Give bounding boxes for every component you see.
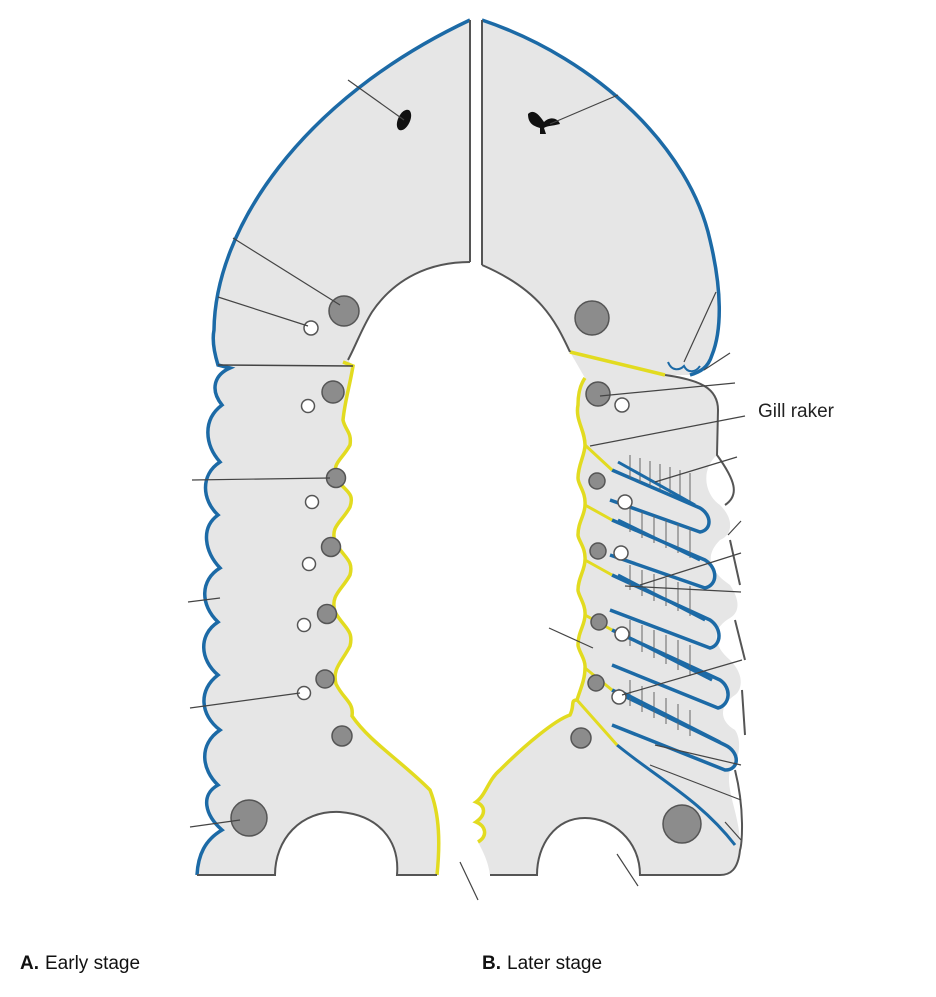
later-stage-vessel-small-5 — [614, 626, 630, 642]
later-stage-notch — [667, 361, 701, 373]
later-stage-leader-lines — [459, 94, 746, 901]
later-stage-vessel-small-6 — [611, 689, 627, 705]
later-stage-vessel-2 — [585, 381, 611, 407]
later-stage-ectoderm-gills — [609, 468, 738, 772]
early-stage-leader-lines — [187, 79, 405, 828]
later-stage-ectoderm-lower — [616, 743, 737, 846]
later-stage-vessel-6 — [587, 674, 605, 692]
early-stage-vessel-small-3 — [304, 494, 320, 510]
caption-early-stage: A. Early stage — [20, 953, 140, 975]
later-stage-ectoderm — [481, 18, 722, 377]
early-stage-half — [187, 18, 471, 876]
gill-raker-label: Gill raker — [758, 401, 835, 422]
later-stage-vessel-3 — [588, 472, 606, 490]
caption-a-text: Early stage — [45, 953, 141, 974]
early-stage-tissue — [197, 20, 470, 875]
later-stage-tissue — [476, 20, 741, 875]
later-stage-vessel-small-4 — [613, 545, 629, 561]
later-stage-vessel-small-3 — [617, 494, 633, 510]
later-stage-half: Gill raker — [459, 18, 835, 901]
caption-a-letter: A. — [20, 953, 39, 974]
early-stage-ectoderm — [195, 18, 471, 876]
early-stage-vessel-small-2 — [300, 398, 316, 414]
early-stage-bottom-edge — [197, 810, 437, 876]
later-stage-vessel-5 — [590, 613, 608, 631]
early-stage-vessel-6 — [315, 669, 335, 689]
early-stage-arch-divider — [217, 364, 354, 367]
early-stage-vessel-5 — [316, 603, 338, 625]
later-stage-vessel-small-2 — [614, 397, 630, 413]
later-stage-outer-edge — [490, 374, 746, 876]
later-stage-nerve-mark — [528, 111, 560, 134]
early-stage-vessel-small-1 — [303, 320, 319, 336]
later-stage-vessel-7 — [570, 727, 592, 749]
early-stage-vessel-2 — [321, 380, 345, 404]
later-stage-vessel-4 — [589, 542, 607, 560]
early-stage-vessel-8 — [230, 799, 268, 837]
later-stage-vessel-1 — [574, 300, 610, 336]
early-stage-roof-edge — [347, 261, 471, 361]
caption-b-letter: B. — [482, 953, 501, 974]
caption-later-stage: B. Later stage — [482, 953, 602, 975]
early-stage-vessel-4 — [320, 536, 342, 558]
later-stage-vessel-8 — [662, 804, 702, 844]
caption-b-text: Later stage — [507, 953, 603, 974]
early-stage-vessel-7 — [331, 725, 353, 747]
early-stage-vessel-small-4 — [301, 556, 317, 572]
early-stage-vessel-small-5 — [296, 617, 312, 633]
early-stage-endoderm — [332, 360, 441, 876]
gill-arch-bars — [617, 460, 721, 744]
later-stage-roof-edge — [481, 264, 571, 353]
